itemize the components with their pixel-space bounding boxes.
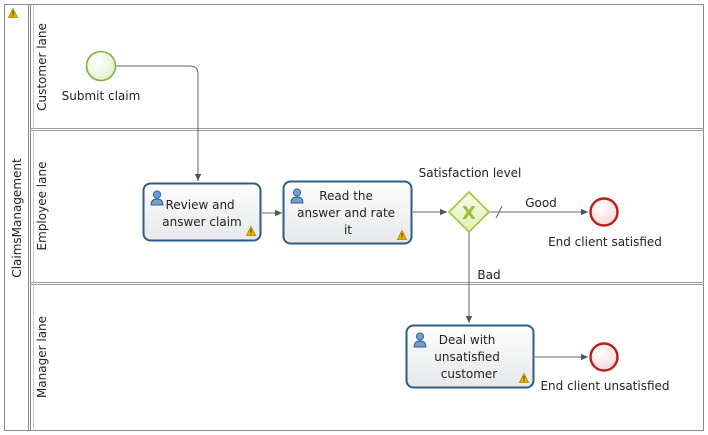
gateway-x-icon: X — [462, 203, 476, 224]
warning-icon — [518, 372, 530, 383]
pool[interactable]: ClaimsManagement — [4, 4, 704, 431]
svg-text:Deal with unsatisfied: Deal with unsatisfied customer — [434, 333, 504, 381]
task-rate-line-3: it — [344, 223, 352, 237]
svg-text:Read the answer and rate: Read the answer and rate it — [297, 189, 399, 237]
start-event-label: Submit claim — [62, 89, 141, 103]
task-deal-line-2: unsatisfied — [434, 350, 500, 364]
gateway-label: Satisfaction level — [419, 166, 522, 180]
flow-label-good: Good — [525, 196, 557, 210]
pool-header[interactable] — [4, 4, 29, 431]
task-review-line-2: answer claim — [162, 215, 241, 229]
start-event[interactable] — [85, 50, 117, 82]
flow-label-bad: Bad — [477, 268, 500, 282]
exclusive-gateway[interactable]: X — [447, 190, 491, 234]
task-review-and-answer-claim[interactable]: Review and answer claim — [142, 182, 262, 242]
pool-name: ClaimsManagement — [10, 158, 24, 278]
task-read-answer-and-rate[interactable]: Read the answer and rate it — [282, 180, 413, 245]
default-flow-slash — [495, 205, 503, 219]
end-event-unsatisfied[interactable] — [589, 342, 619, 372]
task-deal-line-3: customer — [441, 367, 498, 381]
warning-icon — [396, 229, 408, 240]
task-deal-with-unsatisfied-customer[interactable]: Deal with unsatisfied customer — [405, 324, 535, 389]
lane-label-employee: Employee lane — [35, 162, 49, 251]
lane-label-manager: Manager lane — [35, 316, 49, 398]
task-deal-line-1: Deal with — [439, 333, 496, 347]
task-review-line-1: Review and — [165, 198, 234, 212]
user-icon — [290, 188, 304, 204]
warning-icon — [245, 225, 257, 236]
pool-warning-icon — [7, 7, 19, 18]
svg-text:Review and answer claim: Review and answer claim — [162, 198, 241, 229]
end-event-satisfied[interactable] — [589, 197, 619, 227]
end-satisfied-label: End client satisfied — [548, 235, 662, 249]
end-unsatisfied-label: End client unsatisfied — [540, 379, 669, 393]
lane-dividers — [30, 4, 704, 431]
user-icon — [413, 332, 427, 348]
user-icon — [150, 190, 164, 206]
task-rate-line-2: answer and rate — [297, 206, 395, 220]
sequence-flows — [116, 65, 588, 361]
flow-start-to-review — [116, 65, 202, 181]
lane-label-customer: Customer lane — [35, 23, 49, 111]
task-rate-line-1: Read the — [319, 189, 373, 203]
